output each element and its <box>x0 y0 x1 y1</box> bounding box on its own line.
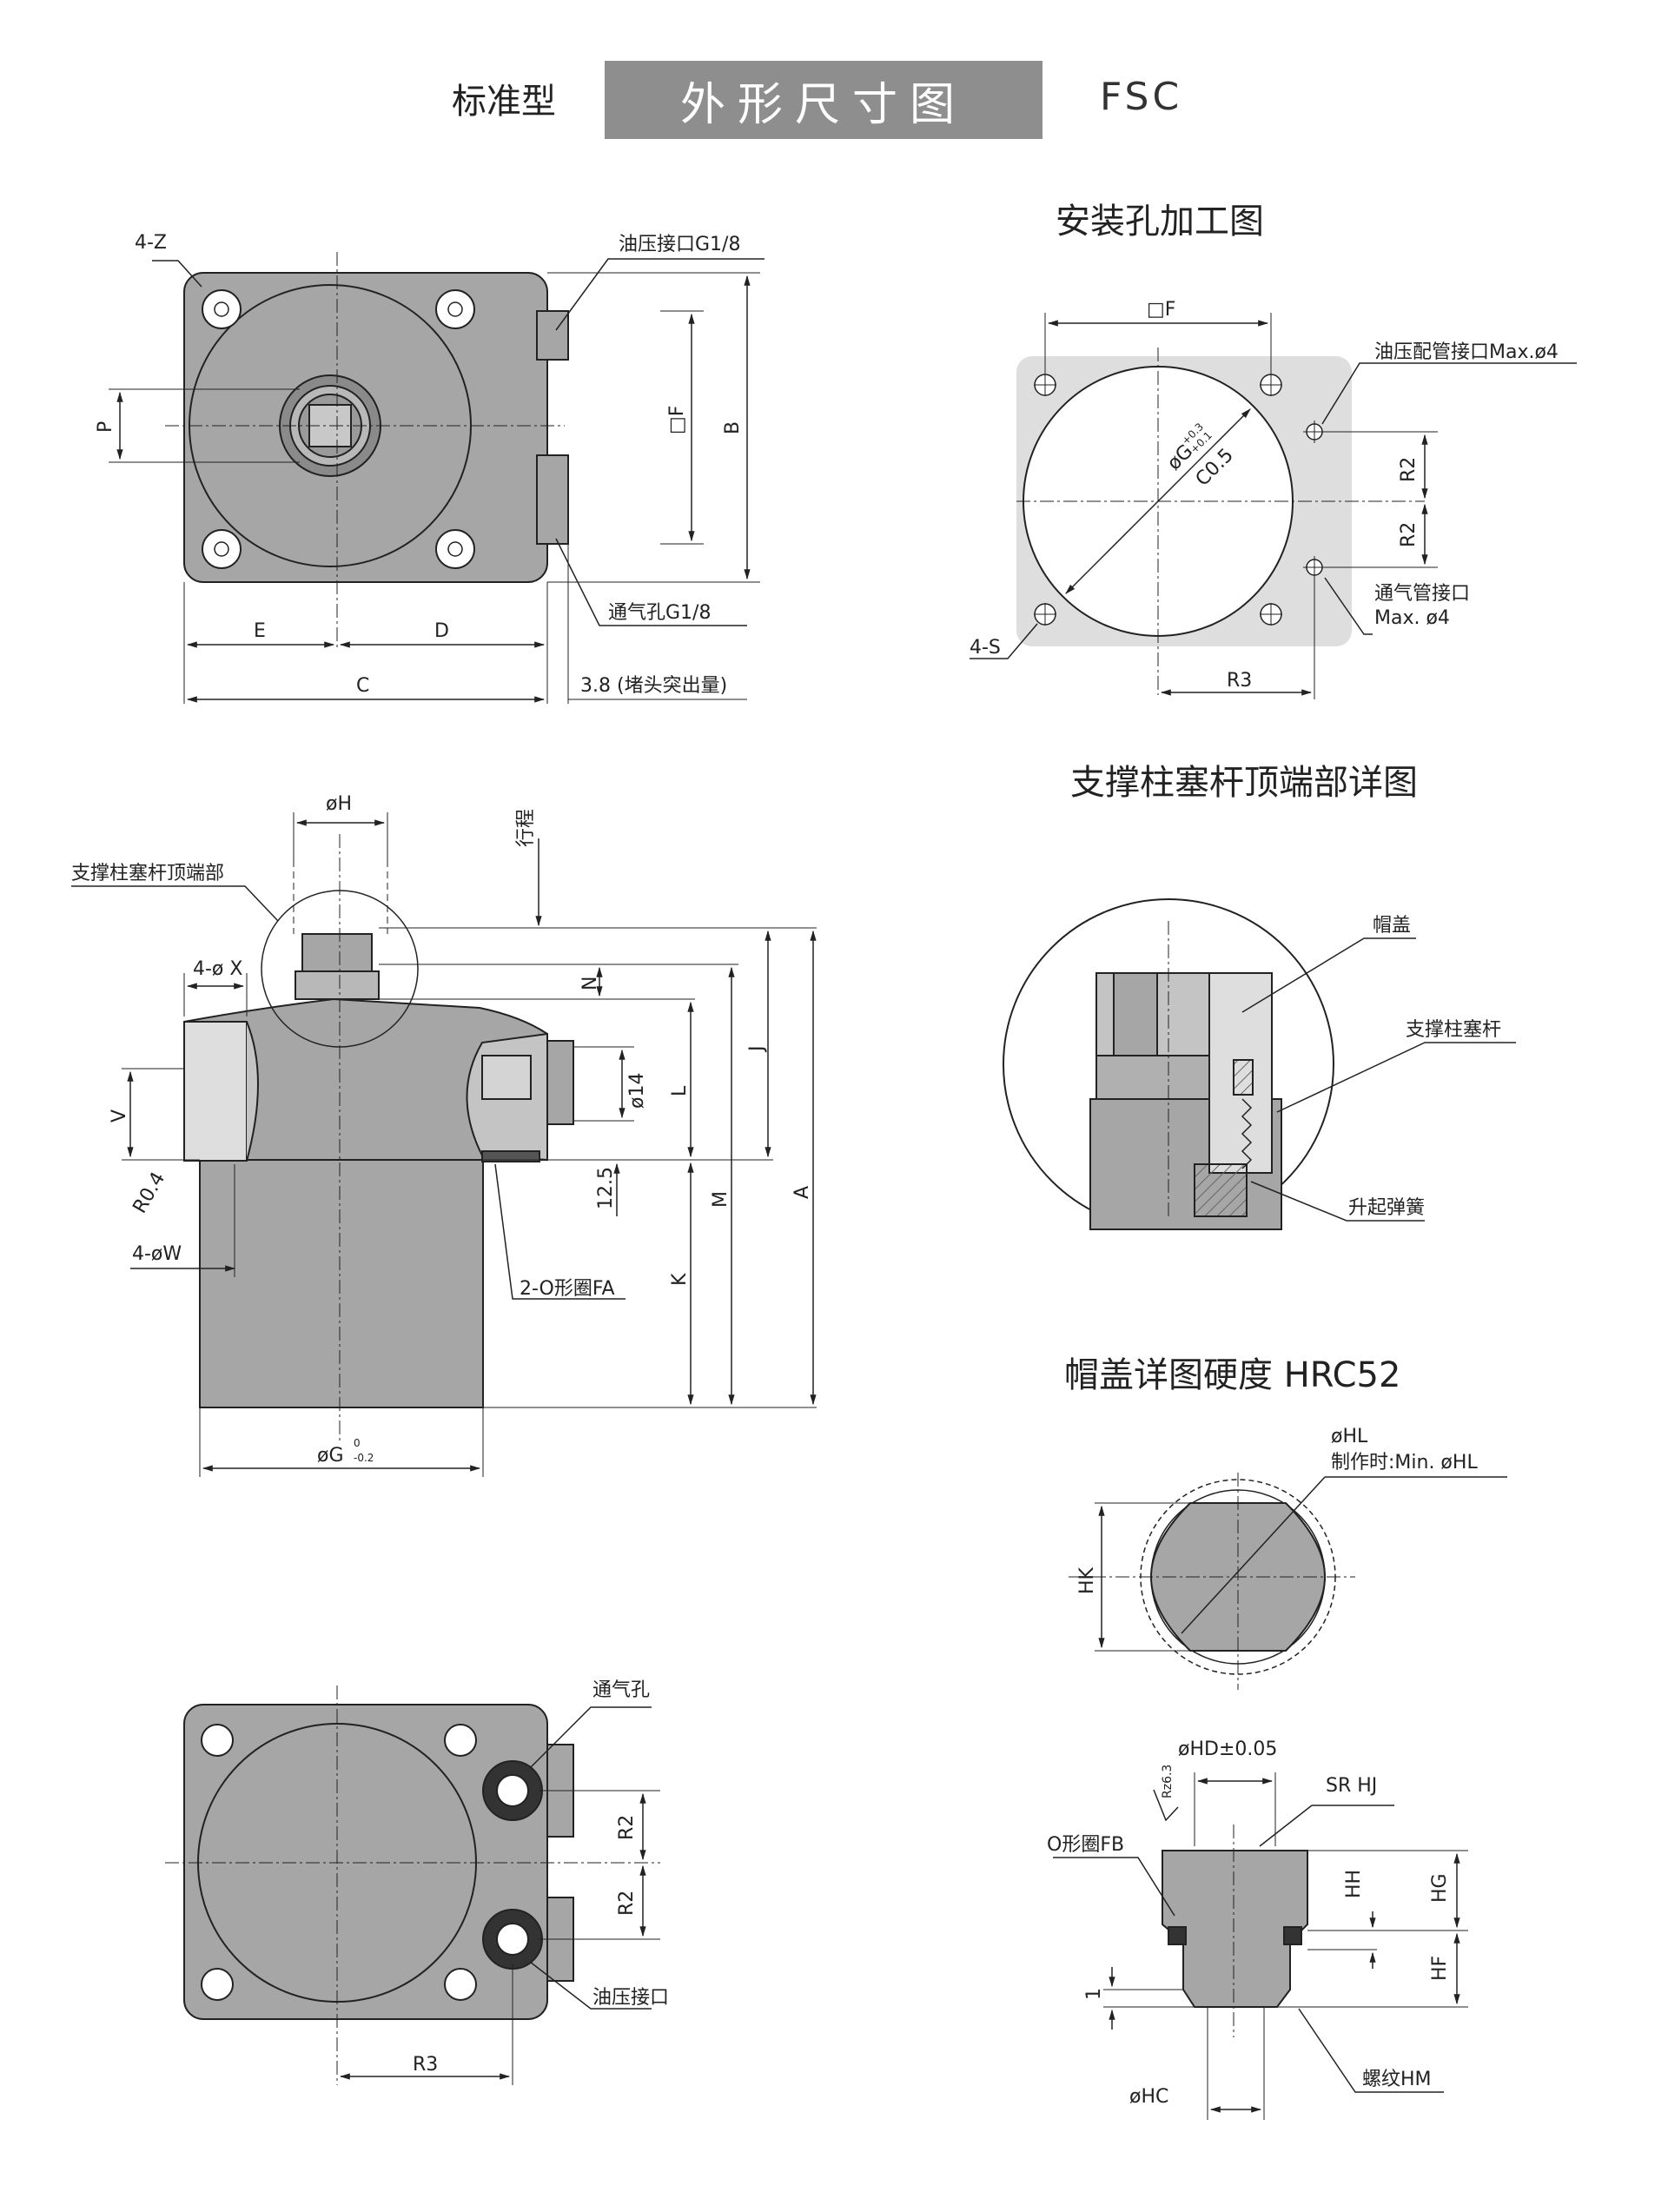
mount-view-labels: □F 油压配管接口Max.ø4 通气管接口 Max. ø4 4-S R2 R2 … <box>970 299 1559 692</box>
label-phiH: øH <box>326 793 352 815</box>
plunger-detail <box>1003 898 1516 1230</box>
label-L: L <box>669 1085 691 1096</box>
label-B: B <box>722 421 744 434</box>
top-view-labels: 4-Z 油压接口G1/8 通气孔G1/8 □F B P E D C 3.8 (堵… <box>95 232 744 697</box>
label-K: K <box>669 1273 691 1286</box>
label-spring: 升起弹簧 <box>1348 1197 1425 1219</box>
label-g2-top: 0 <box>354 1437 361 1449</box>
label-vent-hole: 通气孔 <box>592 1679 650 1701</box>
label-protrude: 3.8 (堵头突出量) <box>580 675 727 697</box>
label-oil-pipe: 油压配管接口Max.ø4 <box>1374 341 1559 363</box>
section-plunger-title: 支撑柱塞杆顶端部详图 <box>1070 763 1418 803</box>
label-vent-port: 通气孔G1/8 <box>608 602 711 624</box>
bottom-view <box>165 1685 660 2085</box>
label-one: 1 <box>1083 1988 1105 2000</box>
cap-top-labels: øHL 制作时:Min. øHL HK <box>1076 1426 1478 1594</box>
label-HF: HF <box>1429 1956 1451 1981</box>
cap-section-view <box>1053 1772 1468 2120</box>
header-type: 标准型 <box>452 82 556 122</box>
label-4w: 4-øW <box>132 1243 182 1265</box>
label-C: C <box>356 675 369 697</box>
label-make: 制作时:Min. øHL <box>1331 1452 1478 1474</box>
label-thread: 螺纹HM <box>1362 2069 1432 2090</box>
label-oringFB: O形圈FB <box>1047 1834 1124 1856</box>
label-Rz: Rz6.3 <box>1161 1765 1175 1798</box>
label-vent-pipe-2: Max. ø4 <box>1374 607 1450 629</box>
label-bottom-R2a: R2 <box>616 1815 638 1840</box>
label-E: E <box>254 620 266 642</box>
side-view <box>71 812 817 1477</box>
label-mount-R3: R3 <box>1227 670 1252 692</box>
label-mount-R2a: R2 <box>1398 457 1420 482</box>
label-M: M <box>710 1191 731 1208</box>
label-phiG2: øG <box>317 1445 344 1467</box>
label-oring: 2-O形圈FA <box>520 1278 615 1300</box>
header-model: FSC <box>1100 75 1183 119</box>
label-cap: 帽盖 <box>1373 915 1411 937</box>
plunger-detail-labels: 帽盖 支撑柱塞杆 升起弹簧 <box>1348 915 1501 1219</box>
label-oil-port: 油压接口G1/8 <box>619 234 740 255</box>
label-N: N <box>579 977 601 990</box>
label-vent-pipe-1: 通气管接口 <box>1374 583 1470 605</box>
label-d14: ø14 <box>626 1073 648 1109</box>
label-stroke: 行程 <box>515 809 537 847</box>
label-4x: 4-ø X <box>193 958 242 980</box>
label-bottom-R2b: R2 <box>616 1891 638 1916</box>
label-mount-sqF: □F <box>1147 299 1175 321</box>
side-view-labels: øH 行程 支撑柱塞杆顶端部 4-ø X N J A L M K V ø14 1… <box>71 793 813 1467</box>
label-HG: HG <box>1429 1873 1451 1903</box>
label-phiHL: øHL <box>1331 1426 1368 1447</box>
cap-top-view <box>1069 1473 1507 1690</box>
label-phiHC: øHC <box>1129 2086 1168 2108</box>
label-4s: 4-S <box>970 637 1001 659</box>
mount-view <box>970 313 1577 699</box>
label-oil-hole: 油压接口 <box>592 1987 669 2009</box>
label-V: V <box>109 1109 130 1123</box>
label-J: J <box>746 1046 768 1054</box>
label-mount-R2b: R2 <box>1398 522 1420 547</box>
section-cap-title: 帽盖详图硬度 HRC52 <box>1064 1355 1401 1395</box>
label-A: A <box>791 1186 813 1199</box>
label-P: P <box>95 421 116 433</box>
label-SRHJ: SR HJ <box>1326 1775 1377 1797</box>
label-d125: 12.5 <box>595 1167 617 1209</box>
label-sqF: □F <box>666 406 688 434</box>
label-D: D <box>434 620 449 642</box>
label-HH: HH <box>1343 1870 1365 1898</box>
section-mount-title: 安装孔加工图 <box>1056 202 1264 242</box>
header-title: 外形尺寸图 <box>605 61 1042 139</box>
label-g2-bot: -0.2 <box>354 1452 374 1464</box>
label-4z: 4-Z <box>135 232 167 254</box>
cap-section-labels: øHD±0.05 Rz6.3 SR HJ O形圈FB HH HG HF 1 øH… <box>1047 1738 1451 2108</box>
label-plunger: 支撑柱塞杆 <box>1406 1019 1501 1041</box>
label-phiHD: øHD±0.05 <box>1178 1738 1277 1760</box>
label-R04: R0.4 <box>129 1169 170 1217</box>
label-HK: HK <box>1076 1566 1098 1594</box>
top-view <box>109 252 764 704</box>
label-tip: 支撑柱塞杆顶端部 <box>71 863 224 884</box>
label-bottom-R3: R3 <box>413 2054 438 2076</box>
bottom-view-labels: 通气孔 油压接口 R2 R2 R3 <box>413 1679 669 2076</box>
